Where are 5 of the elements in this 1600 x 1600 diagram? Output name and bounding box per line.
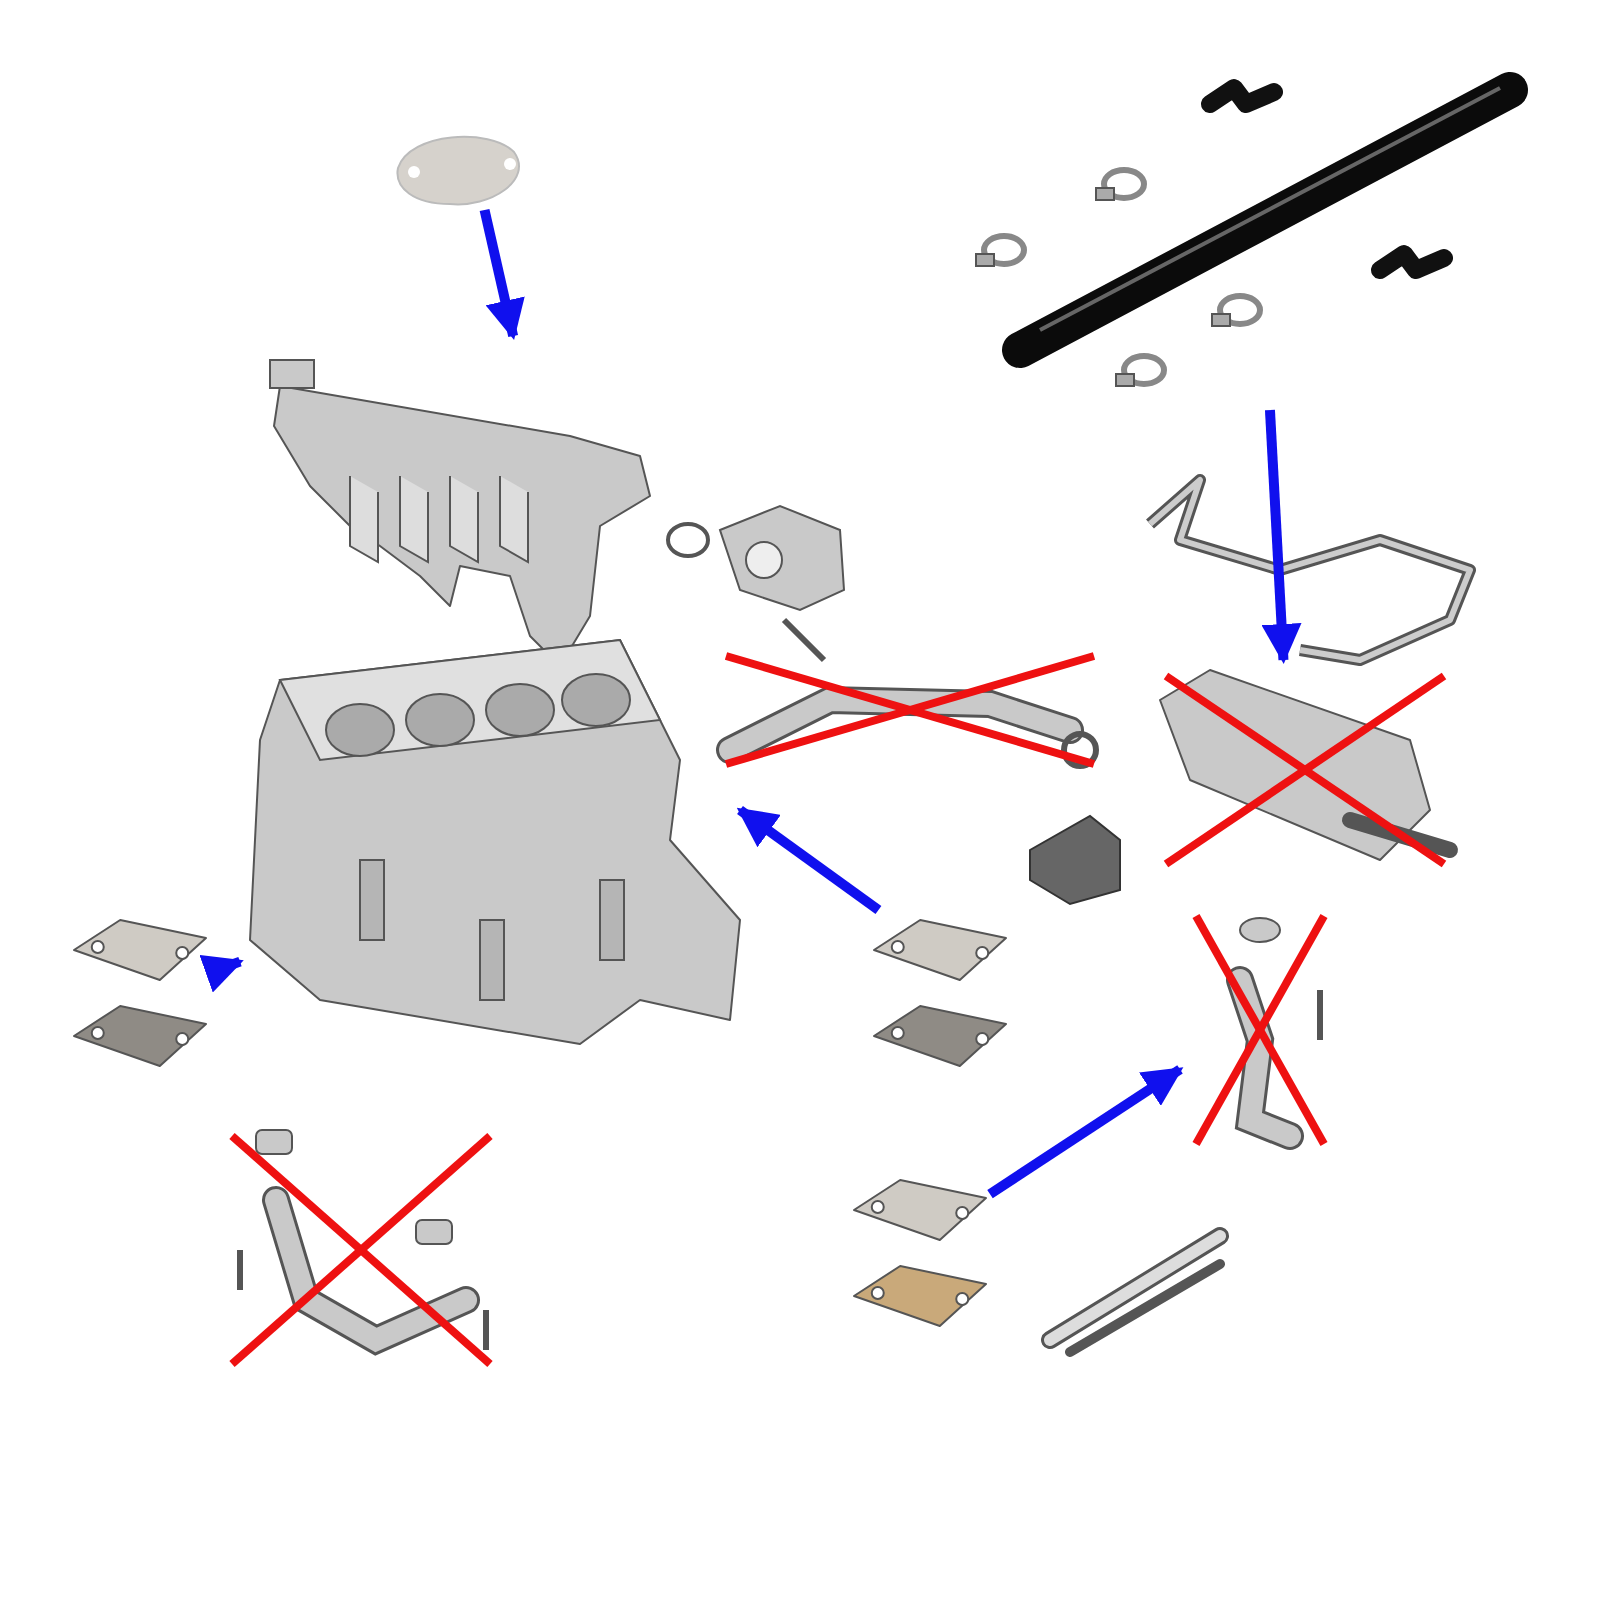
arrow — [479, 208, 525, 340]
arrow — [736, 805, 882, 915]
arrow — [987, 1065, 1184, 1199]
arrow — [199, 954, 244, 993]
arrow — [1261, 409, 1302, 664]
